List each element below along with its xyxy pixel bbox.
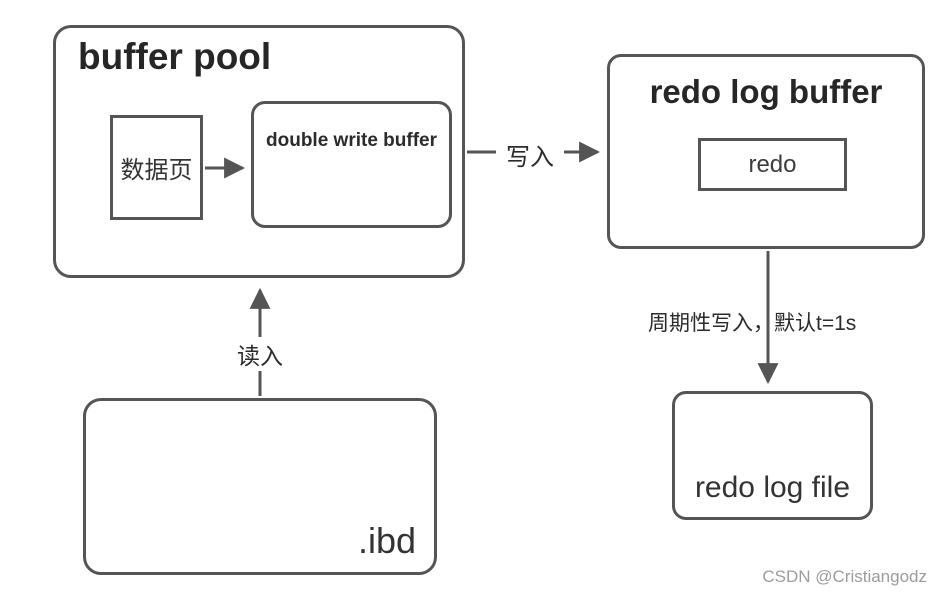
redo-log-buffer-title: redo log buffer: [649, 73, 883, 110]
redo-log-file-box: redo log file: [672, 391, 873, 520]
edge-label-write: 写入: [496, 137, 564, 172]
ibd-file-box: .ibd: [83, 398, 437, 575]
buffer-pool-title: buffer pool: [78, 36, 272, 77]
edge-label-periodic-write: 周期性写入，默认t=1s: [648, 312, 857, 335]
ibd-file-label: .ibd: [357, 520, 416, 561]
double-write-buffer-title: double write buffer: [266, 130, 437, 151]
double-write-buffer-box: double write buffer: [251, 101, 452, 228]
edge-label-read: 读入: [229, 337, 291, 371]
csdn-watermark: CSDN @Cristiangodz: [762, 567, 927, 586]
data-page-box: 数据页: [110, 115, 203, 220]
redo-box: redo: [698, 138, 847, 191]
